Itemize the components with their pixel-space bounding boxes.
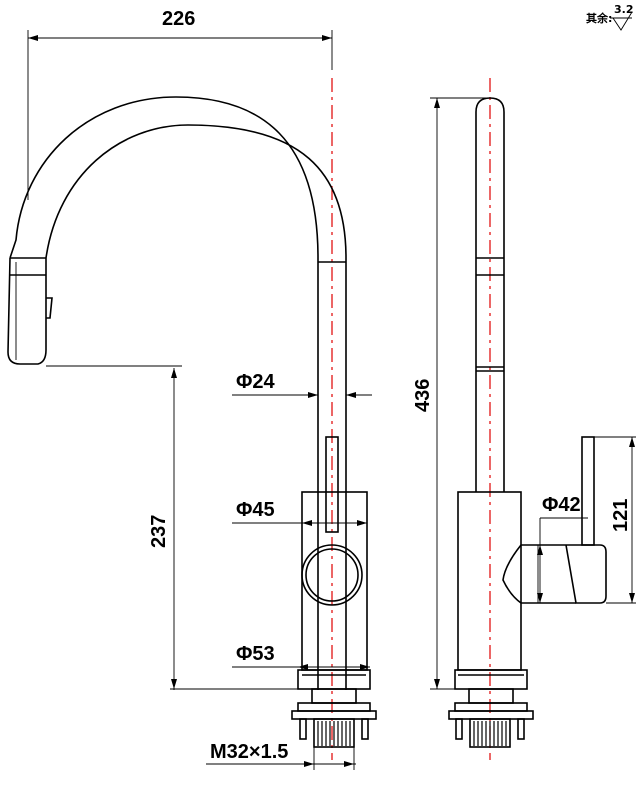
dim-handle-height: 121 <box>594 436 636 604</box>
dim-body-diameter: Φ45 <box>232 499 367 526</box>
spout-outer-curve <box>9 96 319 690</box>
top-lever <box>325 436 339 533</box>
dim-overall-height-label: 436 <box>412 379 434 412</box>
dim-side-handle-diameter: Φ42 <box>537 494 588 603</box>
handle-disk-outer <box>301 544 363 606</box>
dim-thread: M32×1.5 <box>206 741 356 770</box>
side-base-ring <box>454 669 528 690</box>
dim-side-handle-diameter-label: Φ42 <box>542 494 581 516</box>
dim-handle-height-label: 121 <box>610 499 632 532</box>
side-view: 436 121 Φ42 <box>412 78 636 760</box>
dim-spout-height: 237 <box>46 365 312 690</box>
dim-base-diameter: Φ53 <box>232 643 370 670</box>
roughness-value: 3.2 <box>614 3 634 16</box>
dim-reach: 226 <box>27 8 333 200</box>
pull-down-spray-head <box>7 257 53 365</box>
side-lever <box>581 436 595 546</box>
front-view: 226 237 Φ24 Φ45 <box>7 8 377 770</box>
side-handle-cylinder <box>521 544 607 604</box>
dim-reach-label: 226 <box>162 8 195 30</box>
mounting-hardware-side <box>448 688 534 748</box>
dim-body-diameter-label: Φ45 <box>236 499 275 521</box>
dim-spout-diameter-label: Φ24 <box>236 371 276 393</box>
base-ring <box>297 669 371 690</box>
spray-button <box>46 297 53 319</box>
surface-roughness-note: 其余: 3.2 <box>586 3 634 31</box>
dim-base-diameter-label: Φ53 <box>236 643 275 665</box>
dim-spout-diameter: Φ24 <box>232 371 372 398</box>
handle-disk-inner <box>305 548 359 602</box>
dim-thread-label: M32×1.5 <box>210 741 288 763</box>
mounting-hardware-front <box>291 688 377 748</box>
dim-overall-height: 436 <box>412 97 490 690</box>
dim-spout-height-label: 237 <box>148 515 170 548</box>
roughness-prefix: 其余: <box>586 11 612 25</box>
spout-inner-curve <box>45 124 347 690</box>
